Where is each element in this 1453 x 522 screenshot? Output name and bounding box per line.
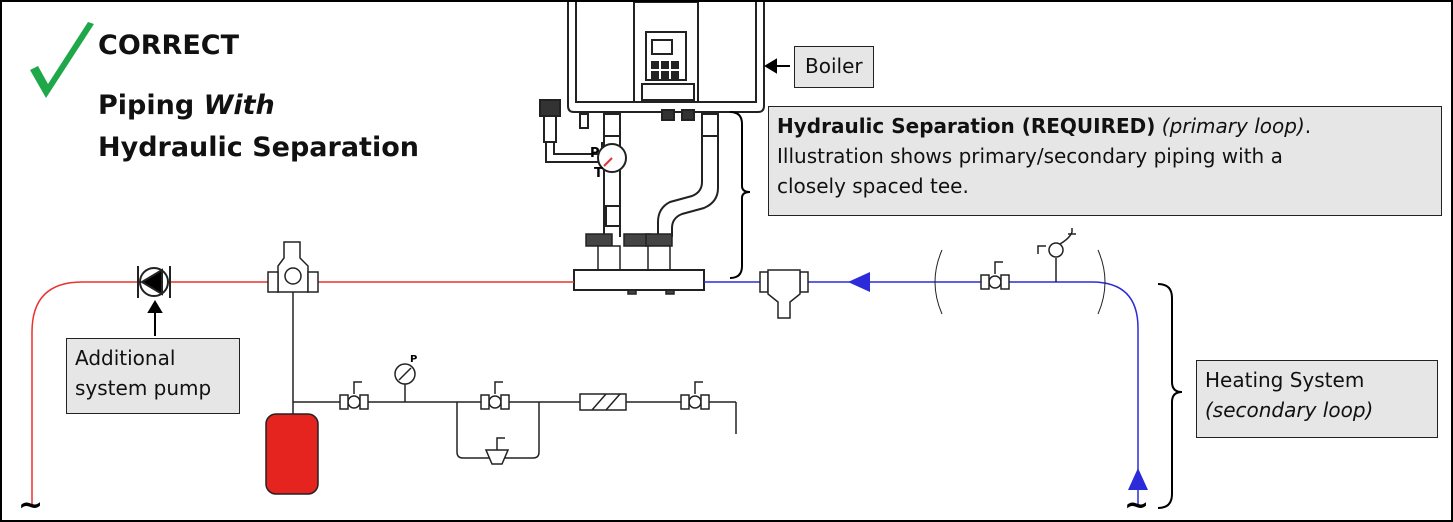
system-pump-icon bbox=[137, 266, 171, 298]
pipe-break-right: ~ bbox=[1124, 488, 1150, 522]
hydraulic-line3: closely spaced tee. bbox=[777, 174, 969, 198]
heading-correct: CORRECT bbox=[98, 30, 240, 61]
pt-label-t: T bbox=[594, 166, 603, 181]
pump-callout: Additional system pump bbox=[66, 338, 240, 414]
heating-line2: (secondary loop) bbox=[1205, 398, 1374, 422]
hydraulic-line1: Hydraulic Separation (REQUIRED) (primary… bbox=[777, 111, 1433, 141]
primary-loop-brace bbox=[729, 111, 751, 279]
strainer-icon bbox=[759, 269, 809, 319]
pt-label-p: P bbox=[590, 146, 600, 161]
return-piping bbox=[704, 281, 1139, 507]
heading-piping-with: With bbox=[203, 90, 275, 121]
hydraulic-period: . bbox=[1304, 114, 1312, 138]
gauge-label-p: P bbox=[410, 354, 418, 365]
boiler-unit bbox=[567, 2, 765, 113]
air-separator-icon bbox=[267, 241, 319, 293]
heading-piping: Piping With bbox=[98, 90, 275, 121]
section-bracket-left bbox=[934, 249, 943, 315]
pressure-reducing-valve-icon bbox=[484, 437, 510, 465]
boiler-pointer bbox=[764, 58, 790, 74]
expansion-tank bbox=[265, 413, 319, 495]
flow-arrow-return bbox=[848, 272, 870, 292]
flow-arrow-up bbox=[1128, 468, 1148, 490]
pump-line1: Additional bbox=[75, 346, 176, 370]
ball-valve-icons bbox=[339, 261, 1010, 410]
air-vent-icon bbox=[1037, 228, 1076, 282]
section-bracket-right bbox=[1097, 249, 1106, 315]
hydraulic-italic-text: (primary loop) bbox=[1161, 114, 1305, 138]
backflow-preventer-icon bbox=[579, 393, 627, 411]
hydraulic-bold-text: Hydraulic Separation (REQUIRED) bbox=[777, 114, 1156, 138]
check-icon bbox=[30, 22, 94, 98]
heading-hydraulic-separation: Hydraulic Separation bbox=[98, 132, 419, 163]
pump-pointer bbox=[147, 300, 163, 336]
boiler-piping bbox=[539, 99, 719, 237]
cold-fill-piping bbox=[292, 292, 737, 459]
heating-system-callout: Heating System (secondary loop) bbox=[1196, 360, 1438, 438]
hydraulic-separation-callout: Hydraulic Separation (REQUIRED) (primary… bbox=[768, 106, 1442, 216]
heating-line1: Heating System bbox=[1205, 368, 1365, 392]
closely-spaced-tee bbox=[573, 269, 705, 291]
heading-piping-prefix: Piping bbox=[98, 90, 204, 121]
hydraulic-line2: Illustration shows primary/secondary pip… bbox=[777, 144, 1283, 168]
secondary-loop-brace bbox=[1157, 283, 1183, 509]
pump-line2: system pump bbox=[75, 376, 212, 400]
boiler-label: Boiler bbox=[794, 46, 874, 88]
pipe-break-left: ~ bbox=[18, 488, 44, 522]
